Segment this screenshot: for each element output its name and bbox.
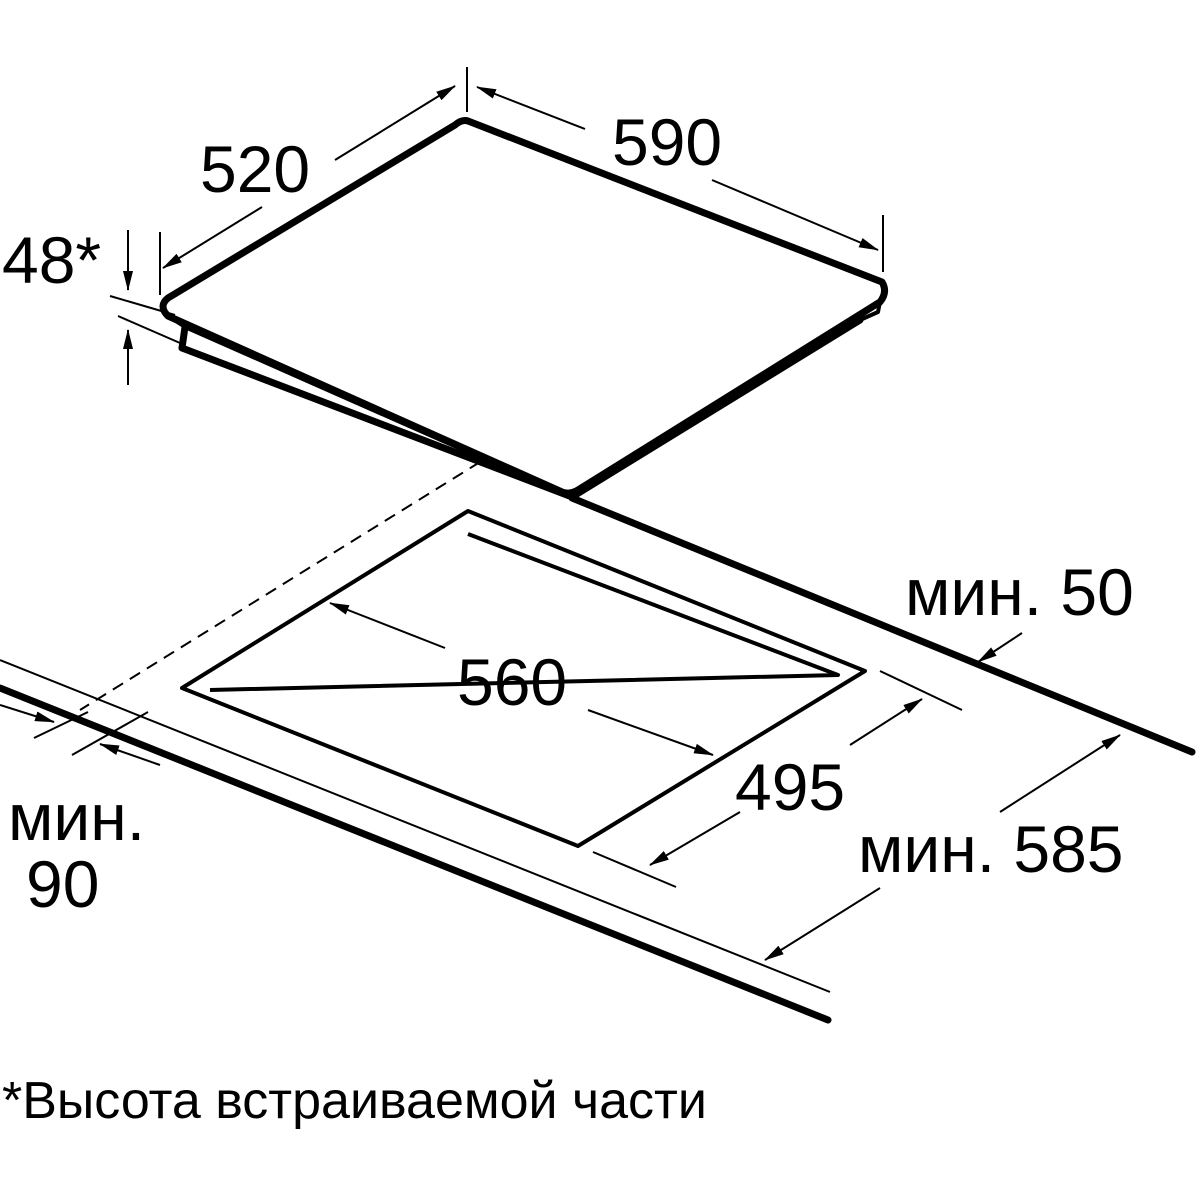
hob-side-edge — [859, 301, 882, 322]
dimension-min-countertop-depth: мин. 585 — [764, 734, 1123, 961]
countertop-back-edge — [568, 494, 1196, 756]
dimension-cutout-width: 560 — [329, 602, 714, 756]
cutout-inner — [209, 532, 840, 692]
dimension-cutout-depth: 495 — [592, 670, 963, 888]
projection-dashed-line — [79, 461, 481, 711]
footnote: *Высота встраиваемой части — [2, 1072, 707, 1130]
label-cutout-depth: 495 — [735, 750, 845, 824]
dimension-embed-height: 48* — [2, 223, 181, 385]
countertop-front-edge — [0, 684, 832, 1024]
label-hob-depth: 520 — [200, 132, 310, 206]
cutout-outer — [180, 509, 867, 848]
hob-body-left — [178, 323, 189, 352]
dimension-hob-width: 590 — [466, 67, 884, 272]
dimension-min-wall-gap: мин. 50 — [905, 555, 1134, 663]
label-min-front-gap-line2: 90 — [26, 847, 99, 921]
countertop-front-edge-top — [0, 659, 831, 993]
dimension-min-front-gap: мин. 90 — [0, 704, 161, 921]
label-cutout-width: 560 — [457, 645, 567, 719]
dimension-hob-depth: 520 — [159, 85, 456, 295]
countertop — [0, 494, 1196, 1024]
label-min-front-gap-line1: мин. — [8, 780, 145, 854]
label-embed-height: 48* — [2, 223, 101, 297]
label-hob-width: 590 — [612, 105, 722, 179]
label-min-wall-gap: мин. 50 — [905, 555, 1134, 629]
label-min-countertop-depth: мин. 585 — [858, 812, 1123, 886]
countertop-cutout — [180, 509, 867, 848]
